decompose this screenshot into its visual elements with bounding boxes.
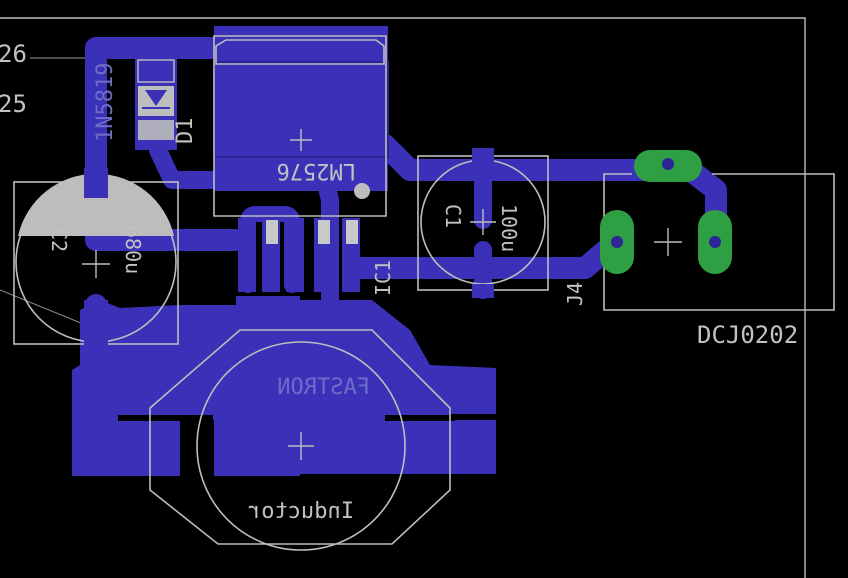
c2-name-label: C2 <box>47 228 71 252</box>
diode-value-label: 1N5819 <box>93 63 118 142</box>
diode-name-label: D1 <box>173 118 198 145</box>
inductor-fastron: FASTRON Inductor <box>149 329 451 551</box>
c2-value-label: 680u <box>121 226 145 274</box>
inductor-slot-right <box>385 415 455 421</box>
jack-package-label: DCJ0202 <box>697 321 798 349</box>
capacitor-c1: C1 100u <box>417 148 549 298</box>
board-outline <box>0 17 806 578</box>
diode-d1: 1N5819 D1 <box>93 58 198 150</box>
inductor-brand-label: FASTRON <box>277 375 370 400</box>
regulator-lm2576: LM2576 <box>213 35 387 217</box>
pin1-marker <box>354 183 370 199</box>
dc-jack-j4: J4 DCJ0202 <box>563 150 835 349</box>
margin-label-bottom: 25 <box>0 90 27 118</box>
c1-value-label: 100u <box>497 204 521 252</box>
jack-name-label: J4 <box>563 282 587 306</box>
inductor-slot-left <box>118 415 213 421</box>
copper-pour-inductor <box>72 296 496 476</box>
capacitor-c2: C2 680u <box>13 168 179 356</box>
c1-name-label: C1 <box>441 204 465 228</box>
regulator-name-label: LM2576 <box>277 158 356 183</box>
inductor-name-label: Inductor <box>248 499 354 524</box>
margin-label-top: 26 <box>0 40 27 68</box>
lm2576-pins <box>238 218 360 292</box>
ic1-name-label: IC1 <box>371 260 395 296</box>
